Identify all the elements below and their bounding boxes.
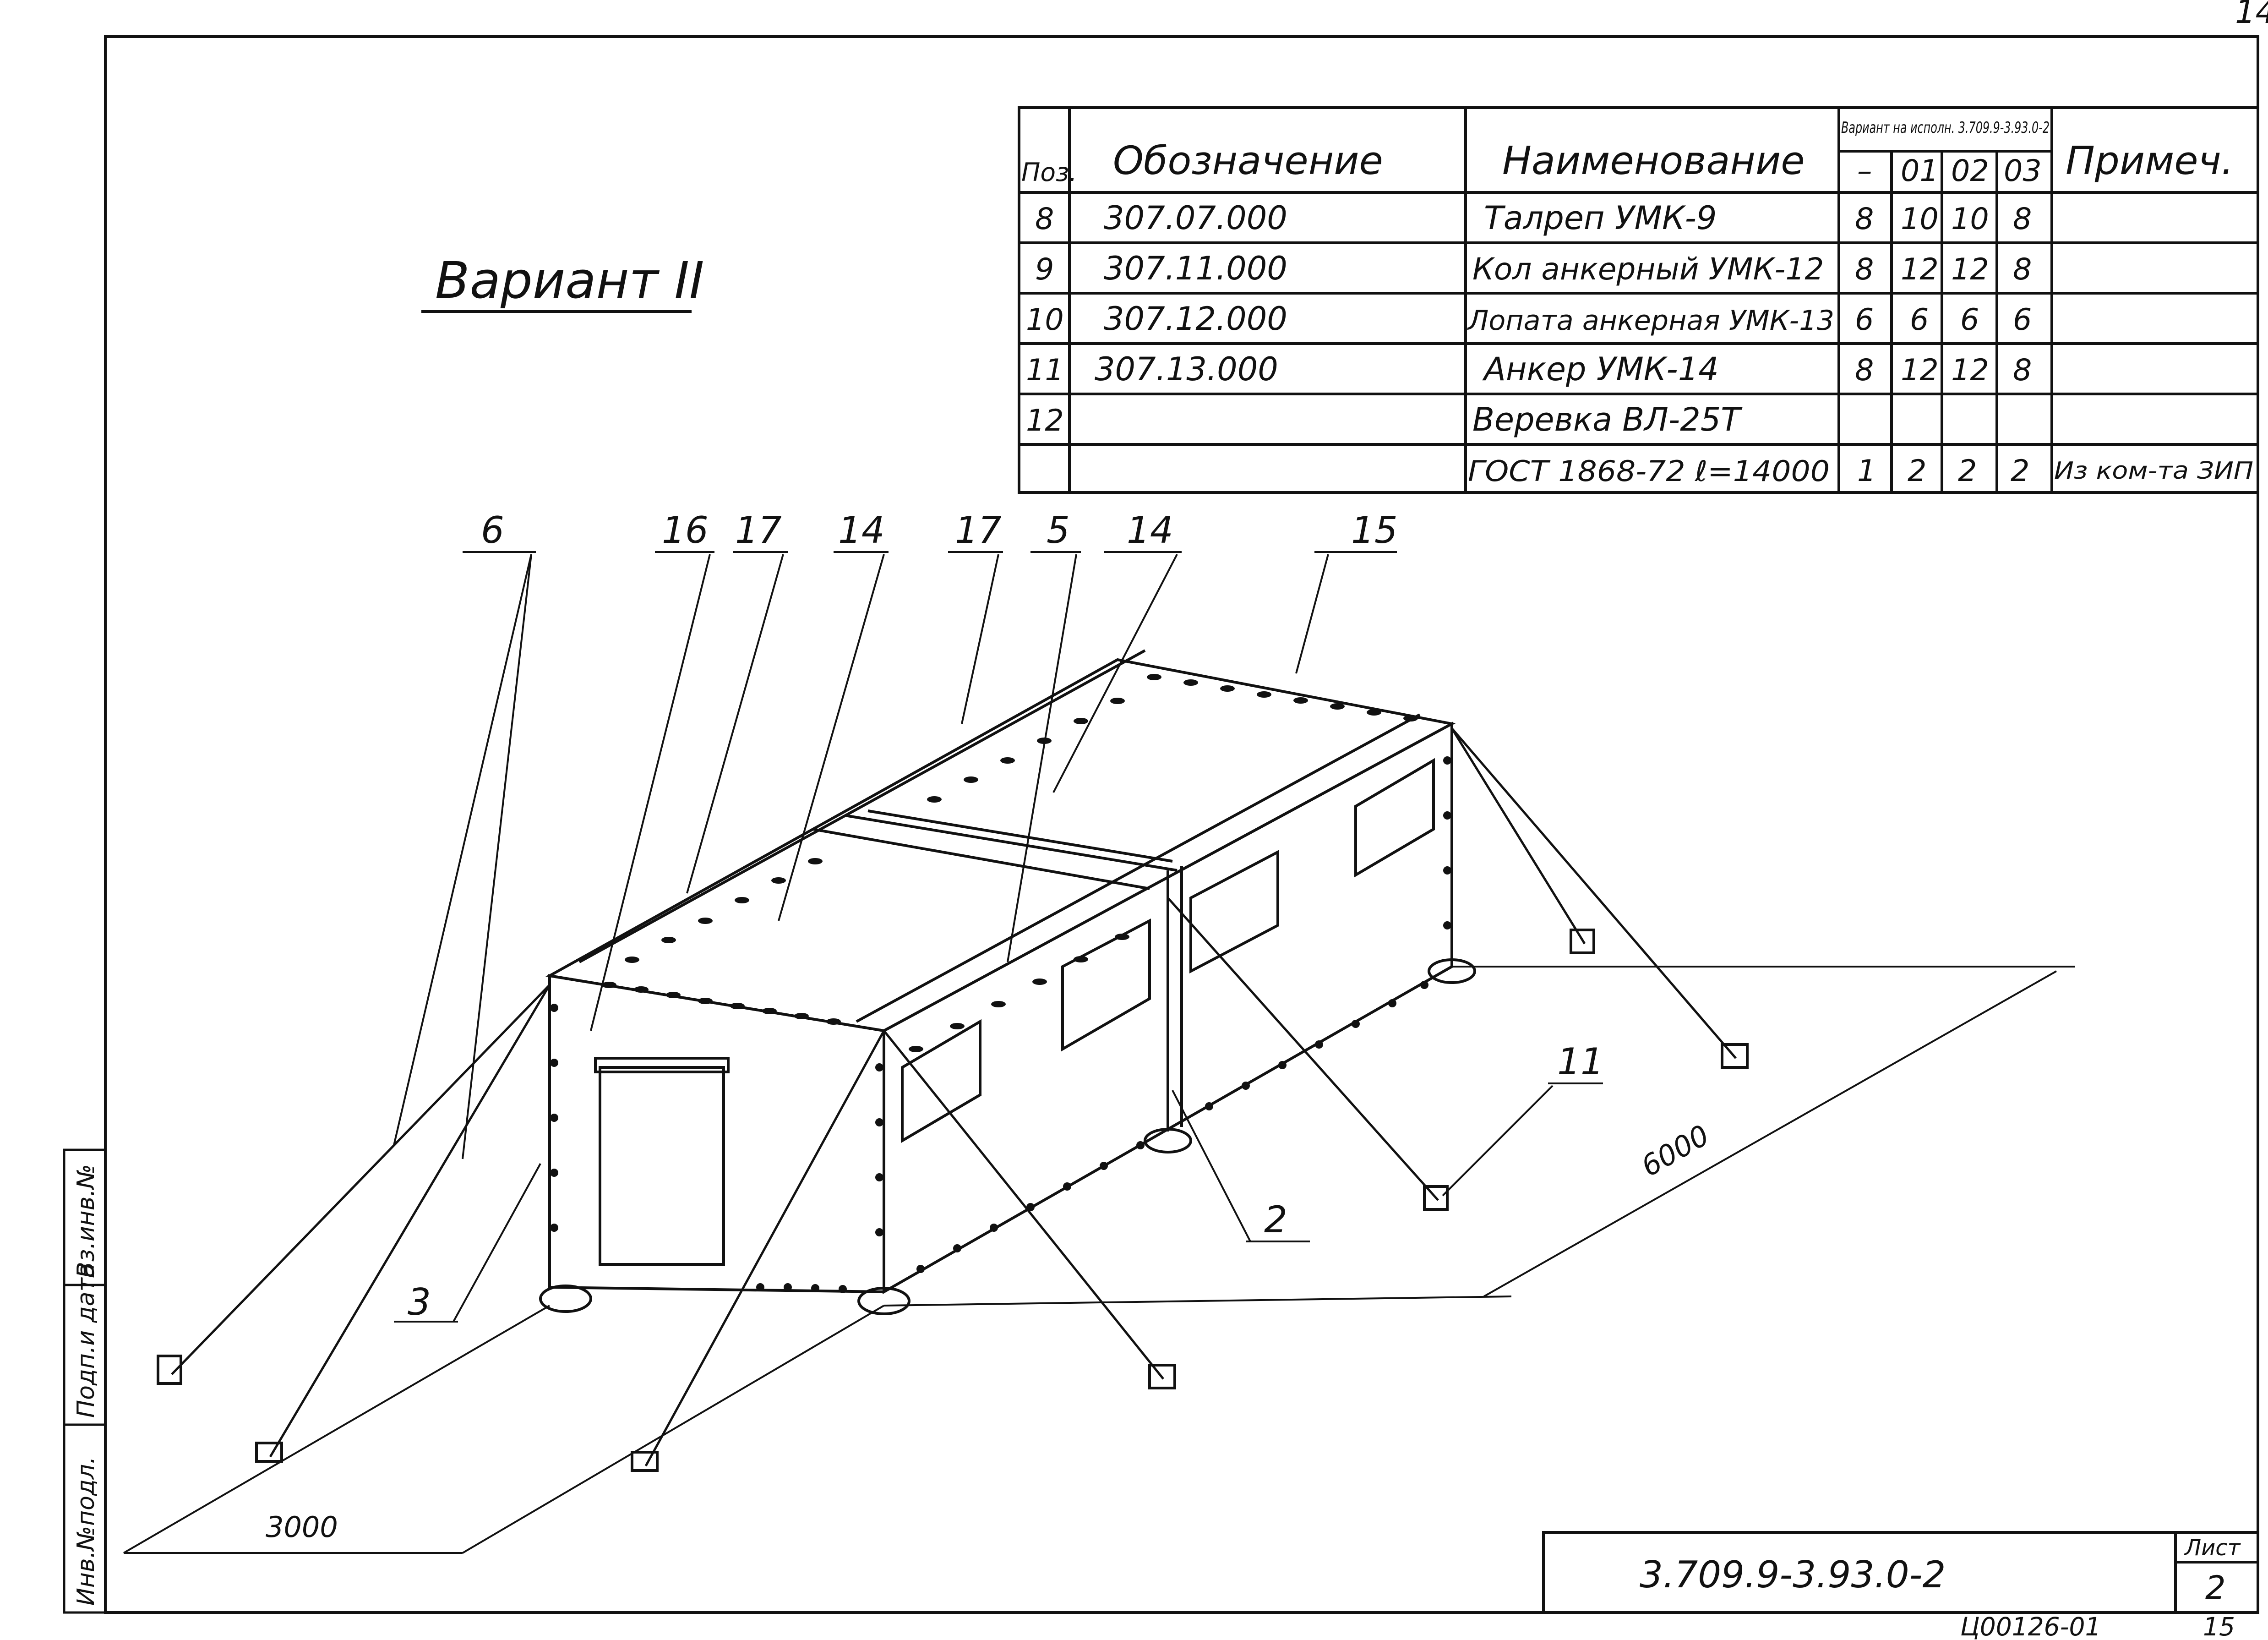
variant-title: Вариант II <box>435 251 704 310</box>
row-name: Лопата анкерная УМК-13 <box>1467 305 1834 337</box>
side-stamp <box>63 1148 107 1614</box>
dimension-width: 3000 <box>266 1510 338 1544</box>
callout-label: 6 <box>481 509 504 552</box>
header-pos: Поз. <box>1021 158 1077 187</box>
stamp-signature-date: Подп.и дата <box>72 1263 100 1418</box>
tent-roof <box>545 658 1456 1033</box>
callout-label: 17 <box>955 509 1002 552</box>
row-variant: 12 <box>1951 353 1989 388</box>
callout-label: 3 <box>408 1281 431 1323</box>
row-variant: 8 <box>2013 252 2032 287</box>
row-variant: 8 <box>2013 202 2032 236</box>
callout-label: 17 <box>735 509 782 552</box>
row-variant: 12 <box>1901 353 1939 388</box>
base-plate <box>539 1285 592 1313</box>
tent-door <box>599 1066 725 1266</box>
title-block <box>1542 1531 2259 1614</box>
header-name: Наименование <box>1502 138 1805 184</box>
row-variant: 2 <box>1908 454 1926 488</box>
doc-number: 3.709.9-3.93.0-2 <box>1640 1553 1946 1596</box>
callout-label: 2 <box>1264 1198 1287 1241</box>
roof-lacing <box>602 674 1418 1052</box>
row-variant: 10 <box>1901 202 1939 236</box>
tent-window <box>901 1019 981 1143</box>
header-variant-0: – <box>1857 154 1872 188</box>
anchor-stakes <box>157 929 1749 1472</box>
row-variant: 8 <box>1855 252 1874 287</box>
row-variant: 2 <box>2011 454 2029 488</box>
corner-page-number: 14 <box>2235 0 2268 31</box>
row-variant: 6 <box>2013 303 2032 337</box>
row-variant: 2 <box>1958 454 1977 488</box>
tent-window <box>1354 758 1435 878</box>
row-pos: 11 <box>1026 353 1064 388</box>
header-variant-group: Вариант на исполн. 3.709.9-3.93.0-2 <box>1841 119 2050 137</box>
drawing-frame <box>104 35 2259 1614</box>
header-note: Примеч. <box>2066 138 2234 184</box>
row-variant: 6 <box>1910 303 1929 337</box>
stamp-inv-number: Инв.№подл. <box>72 1456 100 1606</box>
spec-table <box>1018 106 2259 494</box>
row-name: ГОСТ 1868-72 ℓ=14000 <box>1468 454 1830 488</box>
header-variant-3: 03 <box>2004 154 2042 188</box>
row-name: Кол анкерный УМК-12 <box>1472 251 1824 287</box>
row-designation: 307.07.000 <box>1104 199 1287 237</box>
callout-label: 16 <box>662 509 709 552</box>
callout-label: 5 <box>1047 509 1070 552</box>
stamp-replacement-inv: Вз.инв.№ <box>72 1164 100 1278</box>
row-pos: 12 <box>1026 404 1064 438</box>
callout-label: 14 <box>1127 509 1173 552</box>
dimension-lines <box>123 966 2075 1554</box>
tent-window <box>1189 850 1279 973</box>
header-variant-2: 02 <box>1951 154 1989 188</box>
row-designation: 307.13.000 <box>1095 350 1278 388</box>
spec-table-rows: 8 307.07.000 Талреп УМК-9 8 10 10 8 9 30… <box>1026 199 2253 488</box>
row-variant: 8 <box>2013 353 2032 388</box>
dimension-length: 6000 <box>1636 1118 1715 1183</box>
sheet-label: Лист <box>2184 1535 2241 1561</box>
row-name: Веревка ВЛ-25Т <box>1472 401 1743 438</box>
row-name: Анкер УМК-14 <box>1482 350 1719 388</box>
base-plate <box>1428 958 1476 984</box>
row-designation: 307.11.000 <box>1104 250 1287 287</box>
row-designation: 307.12.000 <box>1104 300 1287 338</box>
callout-label: 11 <box>1557 1040 1604 1083</box>
row-variant: 6 <box>1960 303 1979 337</box>
row-note: Из ком-та ЗИП <box>2054 457 2253 485</box>
row-variant: 10 <box>1951 202 1989 236</box>
callout-label: 15 <box>1351 509 1398 552</box>
row-variant: 8 <box>1855 202 1874 236</box>
callout-label: 14 <box>838 509 885 552</box>
row-pos: 8 <box>1035 202 1054 236</box>
row-variant: 6 <box>1855 303 1874 337</box>
bottom-sheet: 15 <box>2203 1612 2235 1640</box>
row-variant: 12 <box>1901 252 1939 287</box>
base-plate <box>857 1287 910 1315</box>
sheet-number: 2 <box>2205 1569 2226 1607</box>
row-variant: 1 <box>1857 454 1876 488</box>
row-variant: 12 <box>1951 252 1989 287</box>
tent-window <box>1061 918 1151 1052</box>
base-plate <box>1144 1128 1192 1153</box>
guy-ropes <box>171 727 1737 1467</box>
spec-table-header: Поз. Обозначение Наименование Вариант на… <box>1021 119 2234 188</box>
row-pos: 9 <box>1035 252 1054 287</box>
row-pos: 10 <box>1026 303 1064 337</box>
callout-leaders <box>393 551 1603 1323</box>
row-variant: 8 <box>1855 353 1874 388</box>
header-designation: Обозначение <box>1113 138 1383 184</box>
row-name: Талреп УМК-9 <box>1484 199 1717 237</box>
ground-lacing <box>550 756 1451 1293</box>
header-variant-1: 01 <box>1901 154 1939 188</box>
tent-shelter <box>539 649 1476 1315</box>
bottom-code: Ц00126-01 <box>1960 1612 2101 1640</box>
callout-numbers: 6 16 17 14 17 5 14 15 11 2 3 <box>408 509 1604 1323</box>
